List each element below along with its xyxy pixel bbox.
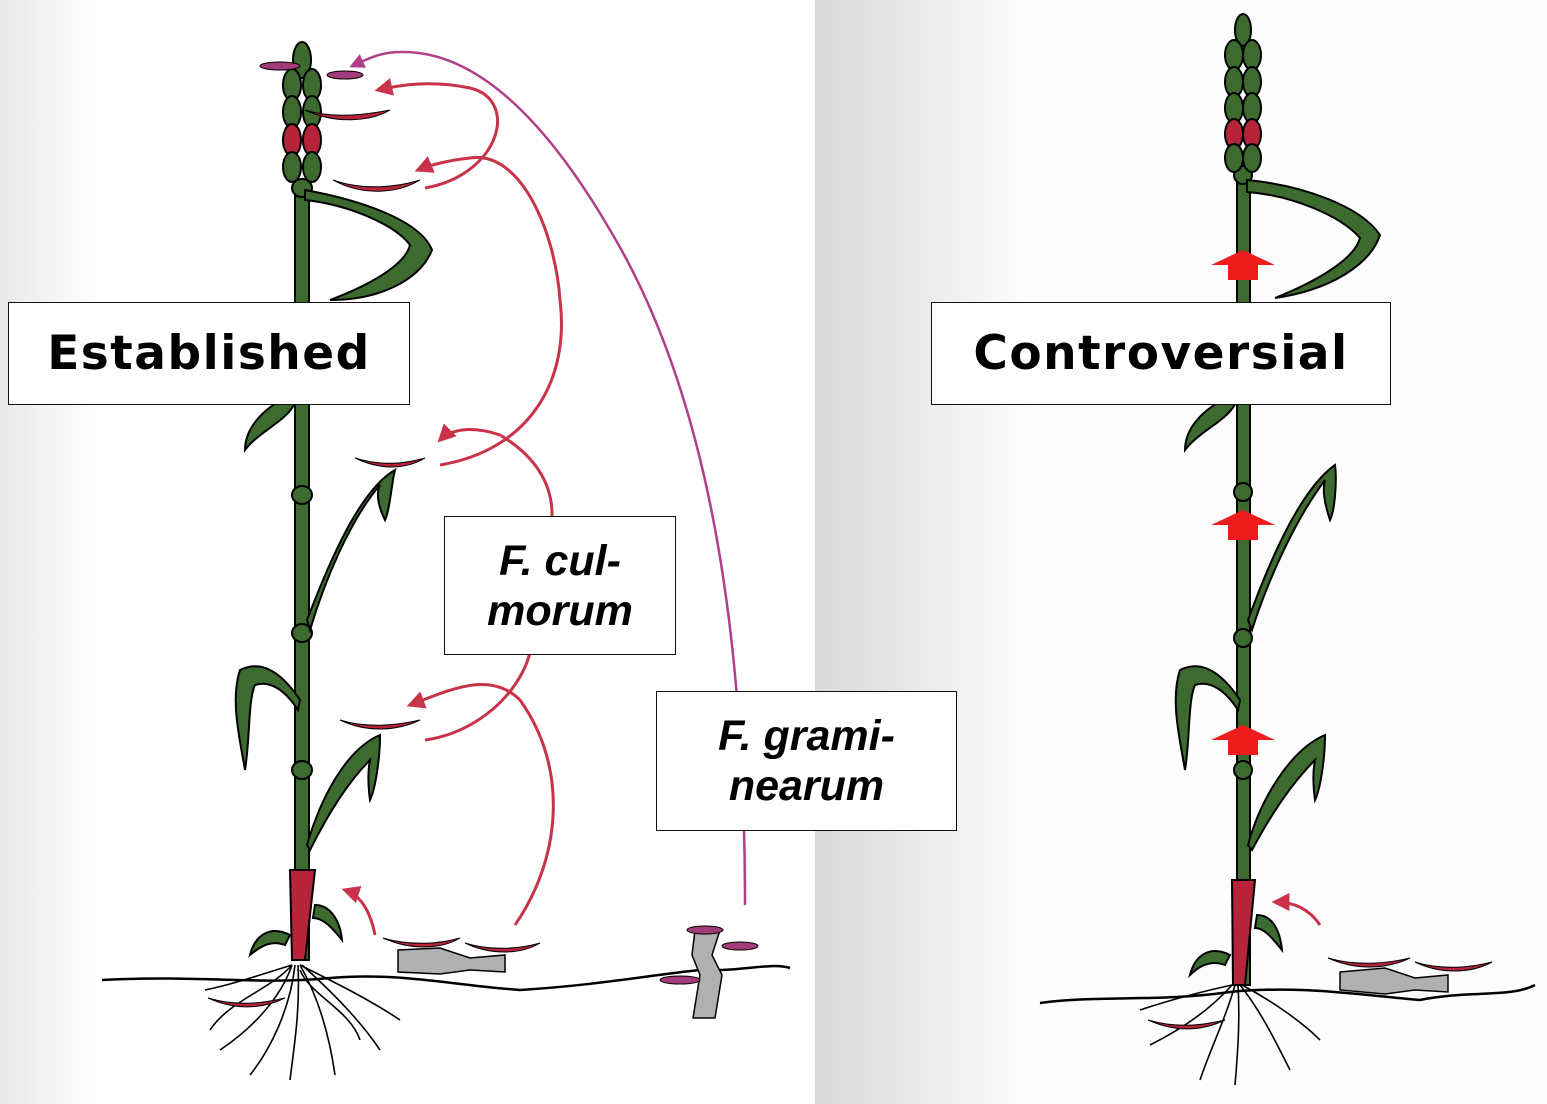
crop-debris: [1340, 968, 1448, 994]
crop-debris: [692, 930, 722, 1018]
node: [292, 761, 312, 779]
crop-debris: [398, 948, 505, 974]
splash-arrow: [1275, 902, 1320, 925]
stem: [1237, 175, 1250, 985]
f-graminearum-label: F. grami- nearum: [656, 691, 957, 831]
infected-stem-base: [1232, 880, 1255, 985]
culmorum-spores: [1148, 958, 1492, 1029]
up-arrow: [1211, 725, 1275, 755]
node: [1234, 483, 1252, 501]
f-graminearum-line2: nearum: [729, 761, 884, 811]
f-culmorum-line1: F. cul-: [499, 536, 621, 586]
controversial-label: Controversial: [931, 302, 1391, 405]
soil-line: [1040, 985, 1535, 1003]
f-graminearum-line1: F. grami-: [718, 711, 895, 761]
established-label: Established: [8, 302, 410, 405]
f-culmorum-label: F. cul- morum: [444, 516, 676, 655]
wheat-ear: [1225, 14, 1261, 172]
up-arrow: [1211, 250, 1275, 280]
f-culmorum-line2: morum: [487, 586, 633, 636]
node: [1234, 629, 1252, 647]
node: [292, 486, 312, 504]
roots: [1140, 985, 1320, 1085]
infected-stem-base: [290, 870, 315, 960]
right-plant: [1040, 14, 1535, 1085]
up-arrow: [1211, 510, 1275, 540]
roots: [205, 965, 400, 1080]
leaves: [1176, 180, 1380, 975]
node: [1234, 761, 1252, 779]
